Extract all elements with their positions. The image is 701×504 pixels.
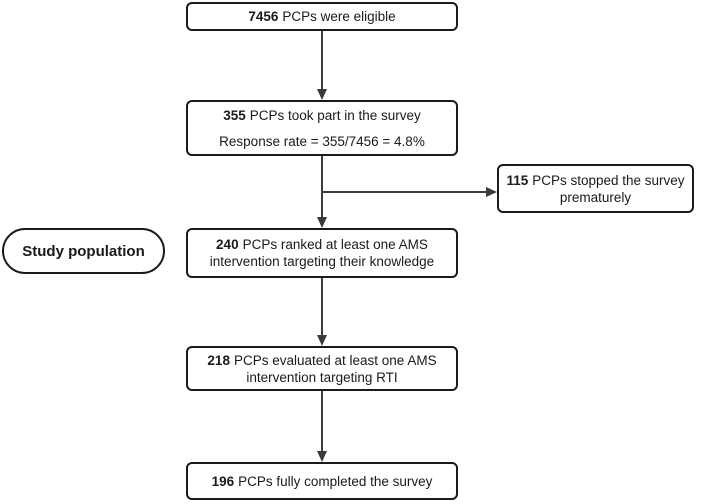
took-part-label: PCPs took part in the survey [249,107,421,123]
evaluated-label: PCPs evaluated at least one AMS interven… [233,352,437,385]
study-population-text: Study population [22,242,145,260]
evaluated-count: 218 [207,352,230,368]
connector-eligible-to-tookpart [321,31,323,89]
took-part-count: 355 [223,107,246,123]
eligible-label: PCPs were eligible [282,9,396,24]
stopped-label: PCPs stopped the survey prematurely [532,172,685,205]
arrowhead-right-icon [486,187,497,197]
completed-count: 196 [211,473,235,489]
ranked-count: 240 [216,237,239,252]
stopped-count: 115 [506,172,529,188]
arrowhead-down-icon [317,89,327,100]
connector-evaluated-to-completed [321,391,323,451]
connector-branch-to-stopped [322,191,486,193]
connector-ranked-to-evaluated [321,278,323,335]
connector-tookpart-to-ranked [321,156,323,217]
completed-label: PCPs fully completed the survey [238,473,433,489]
study-population-label: Study population [2,228,165,274]
eligible-count: 7456 [248,9,279,24]
arrowhead-down-icon [317,451,327,462]
arrowhead-down-icon [317,335,327,346]
response-rate-text: Response rate = 355/7456 = 4.8% [219,133,425,149]
arrowhead-down-icon [317,217,327,228]
ranked-label: PCPs ranked at least one AMS interventio… [209,237,435,269]
